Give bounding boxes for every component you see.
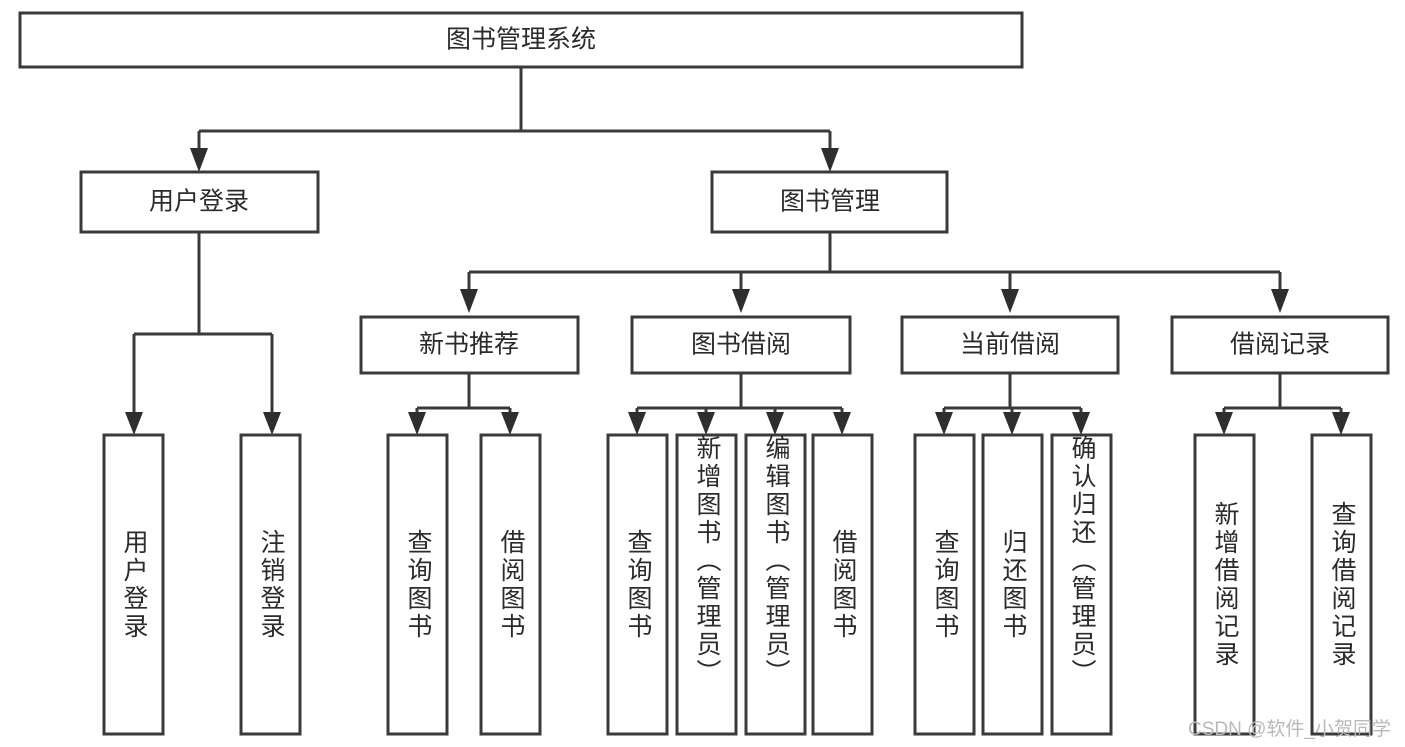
level2-new-book-recommend-box[interactable] bbox=[359, 315, 580, 375]
arrow-head-leaf-user-login bbox=[125, 412, 143, 435]
arrow-head-user-login bbox=[190, 148, 208, 172]
leaf-box-bb-borrow-book[interactable] bbox=[811, 433, 874, 736]
level1-node-user-login[interactable]: 用户登录 bbox=[79, 170, 320, 234]
arrow-head-bb-query-book bbox=[628, 412, 646, 435]
leaf-box-nbr-query-book[interactable] bbox=[386, 433, 449, 736]
root-node-label: 图书管理系统 bbox=[446, 26, 596, 54]
arrow-head-borrow-record bbox=[1271, 289, 1289, 313]
root-node-box[interactable] bbox=[18, 11, 1024, 69]
arrow-head-cb-query-book bbox=[935, 412, 953, 435]
book-borrow-to-leaves-connectors bbox=[628, 373, 851, 435]
level2-node-borrow-record[interactable]: 借阅记录 bbox=[1170, 315, 1390, 375]
root-to-level1-connectors bbox=[190, 67, 839, 172]
leaf-box-bb-edit-book[interactable] bbox=[744, 433, 807, 736]
leaf-box-nbr-borrow-book[interactable] bbox=[479, 433, 542, 736]
arrow-head-cb-confirm-return bbox=[1072, 412, 1090, 435]
leaf-box-cb-return-book[interactable] bbox=[981, 433, 1044, 736]
leaf-box-cb-confirm-return[interactable] bbox=[1050, 433, 1113, 736]
level2-borrow-record-label: 借阅记录 bbox=[1230, 331, 1330, 359]
arrow-head-br-add-record bbox=[1215, 412, 1233, 435]
leaf-box-bb-query-book[interactable] bbox=[606, 433, 669, 736]
arrow-head-book-borrow bbox=[732, 289, 750, 313]
arrow-head-nbr-borrow-book bbox=[501, 412, 519, 435]
arrow-head-nbr-query-book bbox=[408, 412, 426, 435]
level2-node-new-book-recommend[interactable]: 新书推荐 bbox=[359, 315, 580, 375]
level2-book-borrow-label: 图书借阅 bbox=[691, 331, 791, 359]
arrow-head-cb-return-book bbox=[1003, 412, 1021, 435]
level1-node-book-management[interactable]: 图书管理 bbox=[710, 170, 949, 234]
level2-new-book-recommend-label: 新书推荐 bbox=[419, 331, 519, 359]
level1-book-management-box[interactable] bbox=[710, 170, 949, 234]
level2-node-current-borrow[interactable]: 当前借阅 bbox=[900, 315, 1120, 375]
book-management-to-level2-connectors bbox=[460, 232, 1289, 313]
level2-current-borrow-box[interactable] bbox=[900, 315, 1120, 375]
arrow-head-current-borrow bbox=[1001, 289, 1019, 313]
current-borrow-to-leaves-connectors bbox=[935, 373, 1090, 435]
arrow-head-bb-borrow-book bbox=[833, 412, 851, 435]
level1-book-management-label: 图书管理 bbox=[780, 188, 880, 216]
leaf-box-br-add-record[interactable] bbox=[1193, 433, 1256, 736]
level2-borrow-record-box[interactable] bbox=[1170, 315, 1390, 375]
arrow-head-bb-edit-book bbox=[766, 412, 784, 435]
arrow-head-bb-add-book bbox=[697, 412, 715, 435]
arrow-head-leaf-logout bbox=[263, 412, 281, 435]
root-node-book-management-system[interactable]: 图书管理系统 bbox=[18, 11, 1024, 69]
leaf-box-br-query-record[interactable] bbox=[1310, 433, 1373, 736]
arrow-head-new-book-recommend bbox=[460, 289, 478, 313]
level2-current-borrow-label: 当前借阅 bbox=[960, 331, 1060, 359]
borrow-record-to-leaves-connectors bbox=[1215, 373, 1350, 435]
leaf-box-bb-add-book[interactable] bbox=[675, 433, 738, 736]
new-book-recommend-to-leaves-connectors bbox=[408, 373, 519, 435]
arrow-head-book-management bbox=[821, 148, 839, 172]
leaf-box-cb-query-book[interactable] bbox=[913, 433, 976, 736]
level2-book-borrow-box[interactable] bbox=[630, 315, 852, 375]
leaf-box-logout[interactable] bbox=[239, 433, 302, 736]
level2-node-book-borrow[interactable]: 图书借阅 bbox=[630, 315, 852, 375]
arrow-head-br-query-record bbox=[1332, 412, 1350, 435]
level1-user-login-label: 用户登录 bbox=[149, 188, 249, 216]
user-login-to-leaves-connectors bbox=[125, 232, 281, 435]
leaf-box-user-login[interactable] bbox=[102, 433, 165, 736]
